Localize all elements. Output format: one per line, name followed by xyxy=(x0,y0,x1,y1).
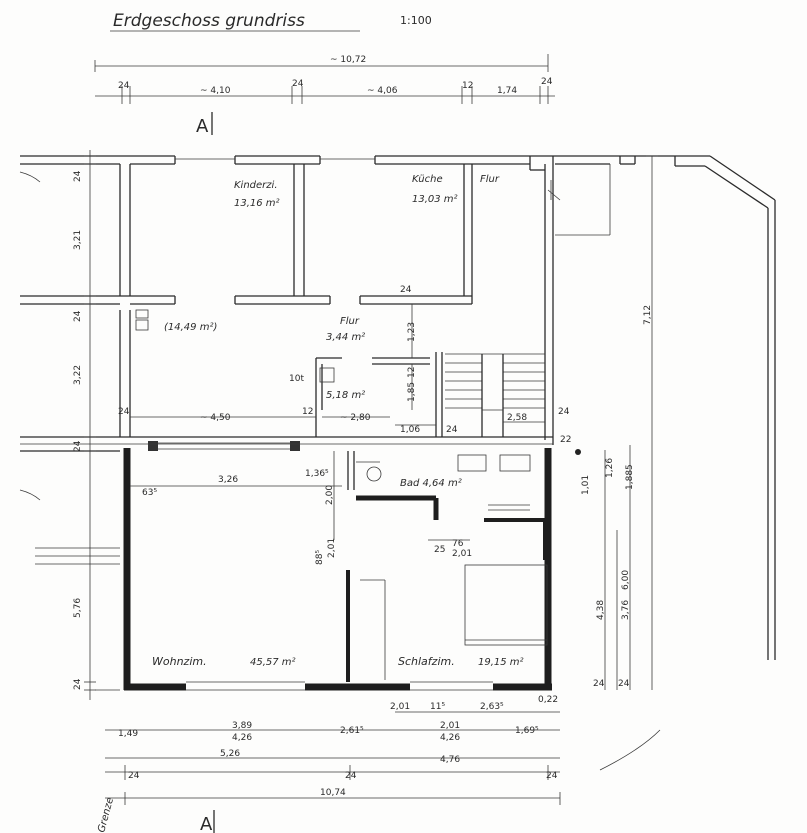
svg-text:2,01: 2,01 xyxy=(390,702,410,712)
svg-text:3,21: 3,21 xyxy=(73,230,83,250)
svg-text:1,23: 1,23 xyxy=(407,322,417,342)
svg-text:24: 24 xyxy=(618,679,630,689)
dim-24a: 24 xyxy=(118,81,130,91)
svg-text:24: 24 xyxy=(345,771,357,781)
room-wohnzimmer-name: Wohnzim. xyxy=(152,655,207,668)
left-dimension-chain: 24 3,21 24 3,22 24 5,76 24 xyxy=(73,150,96,700)
svg-text:24: 24 xyxy=(128,771,140,781)
plan-scale: 1:100 xyxy=(400,14,432,27)
svg-text:4,26: 4,26 xyxy=(232,733,252,743)
svg-text:4,26: 4,26 xyxy=(440,733,460,743)
svg-text:25: 25 xyxy=(434,545,445,555)
svg-text:2,58: 2,58 xyxy=(507,413,527,423)
svg-text:24: 24 xyxy=(73,170,83,182)
svg-text:24: 24 xyxy=(558,407,570,417)
svg-text:5,26: 5,26 xyxy=(220,749,240,759)
svg-text:63⁵: 63⁵ xyxy=(142,488,157,498)
dim-12: 12 xyxy=(462,81,473,91)
annotation-arrow xyxy=(599,729,661,771)
room-kinderzimmer-name: Kinderzi. xyxy=(234,180,278,191)
dim-24b: 24 xyxy=(292,79,304,89)
bottom-dimension-chains: 2,01 11⁵ 2,63⁵ 0,22 1,49 3,89 4,26 2,61⁵… xyxy=(95,689,561,805)
dim-410: ~ 4,10 xyxy=(200,86,231,96)
svg-text:22: 22 xyxy=(560,435,571,445)
svg-text:3,76: 3,76 xyxy=(621,600,631,620)
room-flur-top: Flur xyxy=(480,174,500,185)
svg-text:~ 2,80: ~ 2,80 xyxy=(340,413,371,423)
svg-text:2,01: 2,01 xyxy=(452,549,472,559)
svg-text:~ 4,50: ~ 4,50 xyxy=(200,413,231,423)
exterior-lines-left xyxy=(19,171,120,565)
room-schlafzimmer-area: 19,15 m² xyxy=(478,657,524,668)
plan-title: Erdgeschoss grundriss xyxy=(113,11,305,31)
svg-text:3,89: 3,89 xyxy=(232,721,252,731)
room-bad: Bad 4,64 m² xyxy=(400,478,462,489)
svg-text:10t: 10t xyxy=(289,374,304,384)
svg-text:12: 12 xyxy=(407,367,417,378)
svg-text:12: 12 xyxy=(302,407,313,417)
svg-text:24: 24 xyxy=(73,310,83,322)
svg-text:1,49: 1,49 xyxy=(118,729,138,739)
svg-text:10,74: 10,74 xyxy=(320,788,346,798)
upper-walls xyxy=(20,155,776,660)
room-small-area: 5,18 m² xyxy=(326,390,365,401)
section-marker-top: A xyxy=(196,112,213,137)
right-dimension-chain: 7,12 6,00 4,38 3,76 1,26 1,885 1,01 24 2… xyxy=(560,155,658,690)
staircase xyxy=(445,353,545,437)
svg-text:1,36⁵: 1,36⁵ xyxy=(305,469,329,479)
svg-text:7,12: 7,12 xyxy=(643,305,653,325)
chimney-elements xyxy=(135,309,149,331)
room-kueche-name: Küche xyxy=(412,174,443,185)
svg-text:1,69⁵: 1,69⁵ xyxy=(515,726,539,736)
section-marker-bottom: A xyxy=(200,810,215,833)
room-kueche-area: 13,03 m² xyxy=(412,194,458,205)
room-wohnzimmer-area: 45,57 m² xyxy=(250,657,296,668)
dim-406: ~ 4,06 xyxy=(367,86,398,96)
svg-text:24: 24 xyxy=(546,771,558,781)
dim-24c: 24 xyxy=(541,77,553,87)
svg-text:4,76: 4,76 xyxy=(440,755,460,765)
svg-text:1,85: 1,85 xyxy=(407,382,417,402)
svg-text:3,26: 3,26 xyxy=(218,475,238,485)
svg-text:A: A xyxy=(200,814,213,833)
dim-174: 1,74 xyxy=(497,86,517,96)
svg-text:0,22: 0,22 xyxy=(538,695,558,705)
svg-text:11⁵: 11⁵ xyxy=(430,702,445,712)
svg-text:76: 76 xyxy=(452,539,464,549)
lower-walls xyxy=(20,441,553,691)
room-schlafzimmer-name: Schlafzim. xyxy=(398,655,455,668)
svg-text:A: A xyxy=(196,116,209,137)
dim-total-top: ~ 10,72 xyxy=(330,55,366,65)
top-dimension-chain: ~ 10,72 24 ~ 4,10 24 ~ 4,06 12 1,74 24 xyxy=(94,54,555,104)
svg-text:24: 24 xyxy=(118,407,130,417)
svg-text:2,01: 2,01 xyxy=(327,538,337,558)
svg-text:2,01: 2,01 xyxy=(440,721,460,731)
svg-text:2,61⁵: 2,61⁵ xyxy=(340,726,364,736)
svg-text:88⁵: 88⁵ xyxy=(315,550,325,565)
svg-text:1,26: 1,26 xyxy=(605,458,615,478)
svg-text:2,63⁵: 2,63⁵ xyxy=(480,702,504,712)
lower-interior-dims: 3,26 1,36⁵ 63⁵ 2,00 88⁵ 2,01 76 25 2,01 xyxy=(130,451,472,565)
svg-text:3,22: 3,22 xyxy=(73,365,83,385)
svg-text:1,01: 1,01 xyxy=(581,475,591,495)
svg-text:24: 24 xyxy=(400,285,412,295)
svg-text:1,06: 1,06 xyxy=(400,425,420,435)
svg-text:6,00: 6,00 xyxy=(621,570,631,590)
upper-interior-dims: 24 ~ 4,50 12 ~ 2,80 1,06 24 2,58 24 24 1… xyxy=(118,285,570,435)
svg-text:24: 24 xyxy=(73,440,83,452)
room-flur-name: Flur xyxy=(340,316,360,327)
room-gross-area: (14,49 m²) xyxy=(164,322,217,333)
svg-text:24: 24 xyxy=(446,425,458,435)
svg-text:24: 24 xyxy=(73,678,83,690)
grenze-label: Grenze xyxy=(96,796,116,833)
svg-text:2,00: 2,00 xyxy=(325,485,335,505)
svg-text:24: 24 xyxy=(593,679,605,689)
room-flur-area: 3,44 m² xyxy=(326,332,365,343)
room-kinderzimmer-area: 13,16 m² xyxy=(234,198,280,209)
svg-text:5,76: 5,76 xyxy=(73,598,83,618)
svg-text:1,885: 1,885 xyxy=(625,464,635,490)
svg-text:4,38: 4,38 xyxy=(596,600,606,620)
